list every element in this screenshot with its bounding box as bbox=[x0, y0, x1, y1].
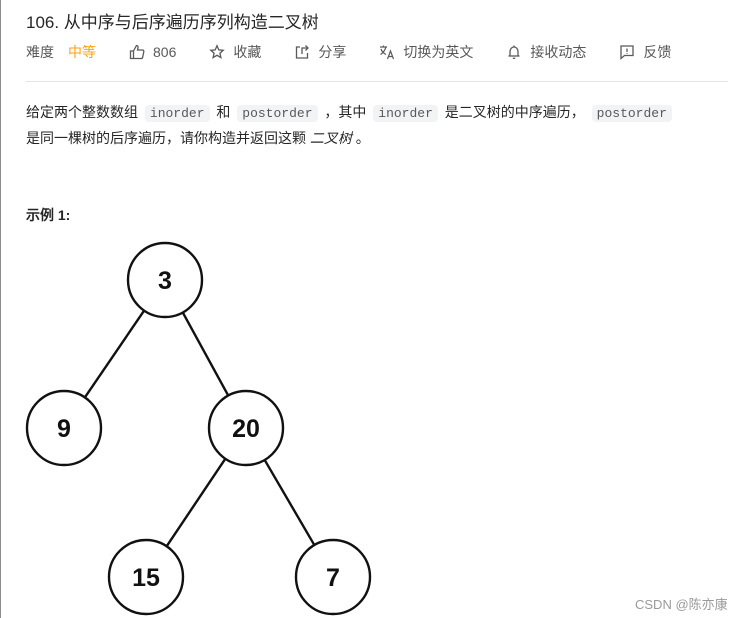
desc-text: 给定两个整数数组 bbox=[26, 104, 138, 120]
tree-edge bbox=[165, 458, 227, 547]
bell-icon bbox=[506, 44, 522, 60]
svg-text:7: 7 bbox=[326, 564, 340, 592]
svg-text:15: 15 bbox=[132, 564, 160, 592]
svg-text:20: 20 bbox=[232, 415, 260, 443]
desc-text: ，其中 bbox=[324, 104, 367, 120]
feedback-icon bbox=[619, 44, 635, 60]
tree-edge bbox=[263, 459, 316, 546]
translate-button[interactable]: 切换为英文 bbox=[379, 42, 473, 62]
code-inorder: inorder bbox=[144, 105, 210, 122]
tree-node-20: 20 bbox=[207, 389, 285, 467]
svg-text:9: 9 bbox=[57, 415, 71, 443]
problem-description: 给定两个整数数组 inorder 和 postorder ，其中 inorder… bbox=[26, 100, 726, 151]
tree-node-3: 3 bbox=[126, 241, 204, 319]
difficulty-label: 难度 bbox=[26, 44, 54, 60]
feedback-button[interactable]: 反馈 bbox=[619, 42, 671, 62]
desc-text: 是二叉树的中序遍历， bbox=[444, 104, 585, 120]
thumbs-up-icon bbox=[129, 44, 145, 60]
star-icon bbox=[209, 44, 226, 60]
favorite-button[interactable]: 收藏 bbox=[209, 42, 261, 62]
like-count: 806 bbox=[153, 44, 177, 60]
share-button[interactable]: 分享 bbox=[294, 42, 346, 62]
desc-emphasis: 二叉树 bbox=[309, 130, 352, 146]
desc-text: 。 bbox=[355, 130, 370, 146]
example-label: 示例 1: bbox=[26, 207, 71, 223]
tree-node-7: 7 bbox=[294, 538, 372, 616]
problem-meta-bar: 难度 中等 806 收藏 分享 切换为英文 接收动态 反 bbox=[26, 41, 671, 63]
share-icon bbox=[294, 44, 310, 60]
divider bbox=[26, 81, 728, 82]
like-button[interactable]: 806 bbox=[129, 44, 176, 60]
translate-label: 切换为英文 bbox=[403, 44, 474, 60]
subscribe-label: 接收动态 bbox=[530, 44, 587, 60]
desc-text: 是同一棵树的后序遍历，请你构造并返回这颗 bbox=[26, 130, 306, 146]
share-label: 分享 bbox=[318, 44, 347, 60]
svg-text:3: 3 bbox=[158, 267, 172, 295]
translate-icon bbox=[379, 44, 395, 60]
feedback-label: 反馈 bbox=[643, 44, 672, 60]
tree-node-15: 15 bbox=[107, 538, 185, 616]
difficulty-badge: 中等 bbox=[68, 44, 96, 60]
csdn-watermark: CSDN @陈亦康 bbox=[635, 597, 728, 612]
subscribe-button[interactable]: 接收动态 bbox=[506, 42, 586, 62]
tree-node-9: 9 bbox=[25, 389, 103, 467]
problem-title: 106. 从中序与后序遍历序列构造二叉树 bbox=[26, 13, 319, 32]
favorite-label: 收藏 bbox=[233, 44, 262, 60]
tree-edge bbox=[83, 309, 146, 399]
code-postorder: postorder bbox=[591, 105, 672, 122]
code-postorder: postorder bbox=[237, 105, 318, 122]
code-inorder: inorder bbox=[373, 105, 438, 122]
binary-tree-diagram: 3 9 20 15 7 bbox=[25, 241, 372, 616]
difficulty: 难度 中等 bbox=[26, 42, 96, 62]
tree-edge bbox=[181, 311, 230, 397]
desc-text: 和 bbox=[216, 104, 231, 120]
